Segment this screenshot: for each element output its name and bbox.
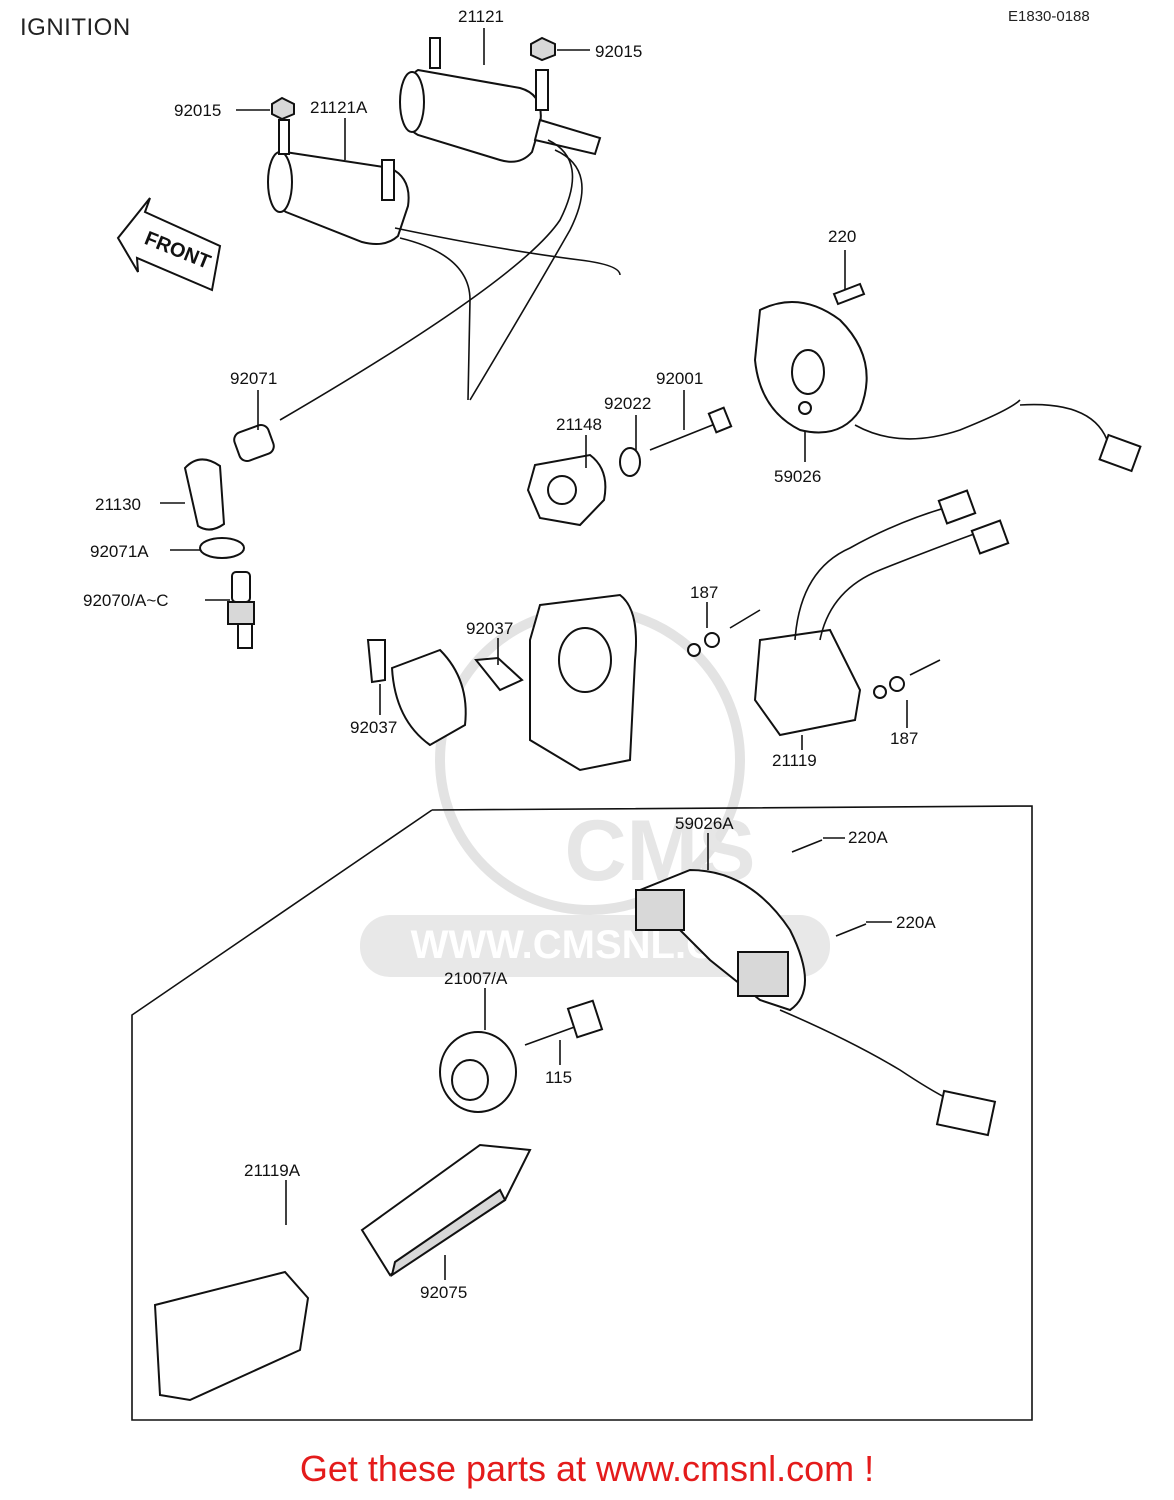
label-92015-left[interactable]: 92015 xyxy=(174,101,221,120)
plug-cap-21130[interactable] xyxy=(183,458,226,531)
label-92071A[interactable]: 92071A xyxy=(90,542,149,561)
cover-92075[interactable] xyxy=(360,1143,532,1278)
bolt-set-187-top[interactable] xyxy=(687,609,761,657)
cap-92071[interactable] xyxy=(232,423,276,464)
pickup-plate-59026A[interactable] xyxy=(635,868,997,1137)
pickup-plate-59026[interactable] xyxy=(753,301,1142,473)
label-92071[interactable]: 92071 xyxy=(230,369,277,388)
bolt-115[interactable] xyxy=(524,999,604,1046)
label-92022[interactable]: 92022 xyxy=(604,394,651,413)
clamp-92037-right[interactable] xyxy=(474,656,524,692)
label-187-top[interactable]: 187 xyxy=(690,583,718,602)
high-tension-leads xyxy=(279,139,621,421)
bolt-92001[interactable] xyxy=(649,406,733,451)
doc-number: E1830-0188 xyxy=(1008,8,1090,25)
ic-igniter-21119[interactable] xyxy=(753,489,1010,737)
screw-220A-top[interactable] xyxy=(791,839,823,853)
label-21119A[interactable]: 21119A xyxy=(244,1161,301,1180)
label-220A-top[interactable]: 220A xyxy=(848,828,888,847)
screw-220[interactable] xyxy=(832,282,866,306)
timing-advancer-21148[interactable] xyxy=(526,453,607,527)
label-59026[interactable]: 59026 xyxy=(774,467,821,486)
label-92075[interactable]: 92075 xyxy=(420,1283,467,1302)
label-220[interactable]: 220 xyxy=(828,227,856,246)
bolt-set-187-bottom[interactable] xyxy=(873,659,941,699)
pickup-cover[interactable] xyxy=(529,593,637,772)
leader-lines xyxy=(160,28,908,1280)
label-92037-left[interactable]: 92037 xyxy=(350,718,397,737)
label-187-bottom[interactable]: 187 xyxy=(890,729,918,748)
label-21121A[interactable]: 21121A xyxy=(310,98,368,117)
label-21007[interactable]: 21007/A xyxy=(444,969,508,988)
washer-92022[interactable] xyxy=(619,447,641,477)
igniter-21119A[interactable] xyxy=(153,1270,310,1402)
screw-220A-bottom[interactable] xyxy=(835,923,867,937)
label-21148[interactable]: 21148 xyxy=(556,415,602,434)
label-92070[interactable]: 92070/A~C xyxy=(83,591,169,610)
spark-plug-92070[interactable] xyxy=(227,571,255,649)
label-115[interactable]: 115 xyxy=(545,1068,572,1087)
label-21130[interactable]: 21130 xyxy=(95,495,141,514)
part-labels: 21121 92015 92015 21121A 220 92071 92001… xyxy=(83,7,936,1302)
label-92037-right[interactable]: 92037 xyxy=(466,619,513,638)
ignition-coil-21121A[interactable] xyxy=(267,119,410,245)
label-59026A[interactable]: 59026A xyxy=(675,814,734,833)
nut-92015-top[interactable] xyxy=(530,36,556,62)
gasket-cover[interactable] xyxy=(390,648,467,747)
label-21119[interactable]: 21119 xyxy=(772,751,817,770)
label-92015-top[interactable]: 92015 xyxy=(595,42,642,61)
page-title: IGNITION xyxy=(20,14,131,41)
timing-rotor-21007[interactable] xyxy=(439,1031,517,1113)
front-direction-arrow: FRONT xyxy=(116,197,222,292)
nut-92015-left[interactable] xyxy=(271,96,295,121)
label-220A-bottom[interactable]: 220A xyxy=(896,913,936,932)
seal-92071A[interactable] xyxy=(199,537,245,559)
label-92001[interactable]: 92001 xyxy=(656,369,703,388)
variant-parts-inset xyxy=(131,805,1033,1421)
ignition-coil-21121[interactable] xyxy=(399,37,602,163)
cmsnl-footer-link[interactable]: Get these parts at www.cmsnl.com ! xyxy=(299,1448,875,1489)
clamp-92037-left[interactable] xyxy=(366,639,386,684)
label-21121[interactable]: 21121 xyxy=(458,7,504,26)
